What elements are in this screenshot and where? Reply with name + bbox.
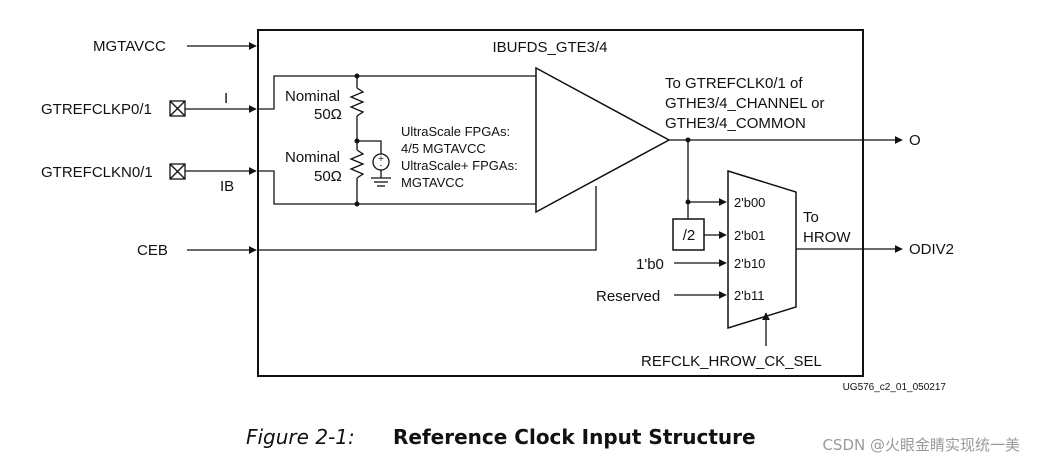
to-label: To — [803, 209, 819, 226]
clkn-pad-icon — [169, 163, 186, 180]
vref-wire — [357, 140, 382, 154]
mux-in1: 2'b01 — [734, 228, 765, 243]
mux-in3: 2'b11 — [734, 288, 764, 303]
resistor-bottom — [349, 149, 365, 179]
differential-buffer — [535, 66, 671, 214]
divider-label: /2 — [683, 227, 696, 244]
doc-id: UG576_c2_01_050217 — [843, 382, 947, 393]
reserved-label: Reserved — [596, 288, 660, 305]
mux-in0: 2'b00 — [734, 195, 765, 210]
nominal-bottom: Nominal — [285, 149, 340, 166]
ohm-bottom: 50Ω — [314, 168, 342, 185]
hrow-label: HROW — [803, 229, 851, 246]
p-wire — [258, 75, 536, 110]
clkp-pad-icon — [169, 100, 186, 117]
i-label: I — [224, 90, 228, 107]
vref-line2: 4/5 MGTAVCC — [401, 141, 486, 156]
svg-text:-: - — [380, 161, 383, 170]
vref-line4: MGTAVCC — [401, 175, 464, 190]
clkp-label: GTREFCLKP0/1 — [41, 101, 152, 118]
caption-title: Reference Clock Input Structure — [393, 425, 756, 449]
mux-in2: 2'b10 — [734, 256, 765, 271]
junction-bottom — [354, 201, 360, 207]
watermark: CSDN @火眼金睛实现统一美 — [822, 436, 1020, 454]
o-label: O — [909, 132, 921, 149]
ohm-top: 50Ω — [314, 106, 342, 123]
hrow-mux — [727, 169, 797, 330]
svg-text:+: + — [378, 154, 385, 163]
ibufds-block — [257, 29, 864, 377]
voltage-source-icon: + - — [372, 153, 390, 171]
nominal-top: Nominal — [285, 88, 340, 105]
dest-line2: GTHE3/4_CHANNEL or — [665, 95, 825, 112]
ceb-wire — [258, 186, 597, 251]
junction-top — [354, 73, 360, 79]
block-title: IBUFDS_GTE3/4 — [492, 39, 607, 56]
const-1b0: 1'b0 — [636, 256, 664, 273]
sel-label: REFCLK_HROW_CK_SEL — [641, 353, 822, 370]
ceb-label: CEB — [137, 242, 168, 259]
vref-line3: UltraScale+ FPGAs: — [401, 158, 518, 173]
dest-line3: GTHE3/4_COMMON — [665, 115, 806, 132]
mgtavcc-label: MGTAVCC — [93, 38, 166, 55]
caption-number: Figure 2-1: — [246, 425, 355, 449]
ground-icon — [371, 177, 391, 187]
n-wire — [258, 170, 536, 205]
dest-line1: To GTREFCLK0/1 of — [665, 75, 803, 92]
vref-line1: UltraScale FPGAs: — [401, 124, 510, 139]
ib-label: IB — [220, 178, 234, 195]
clkn-label: GTREFCLKN0/1 — [41, 164, 153, 181]
odiv2-label: ODIV2 — [909, 241, 954, 258]
resistor-top — [349, 87, 365, 117]
